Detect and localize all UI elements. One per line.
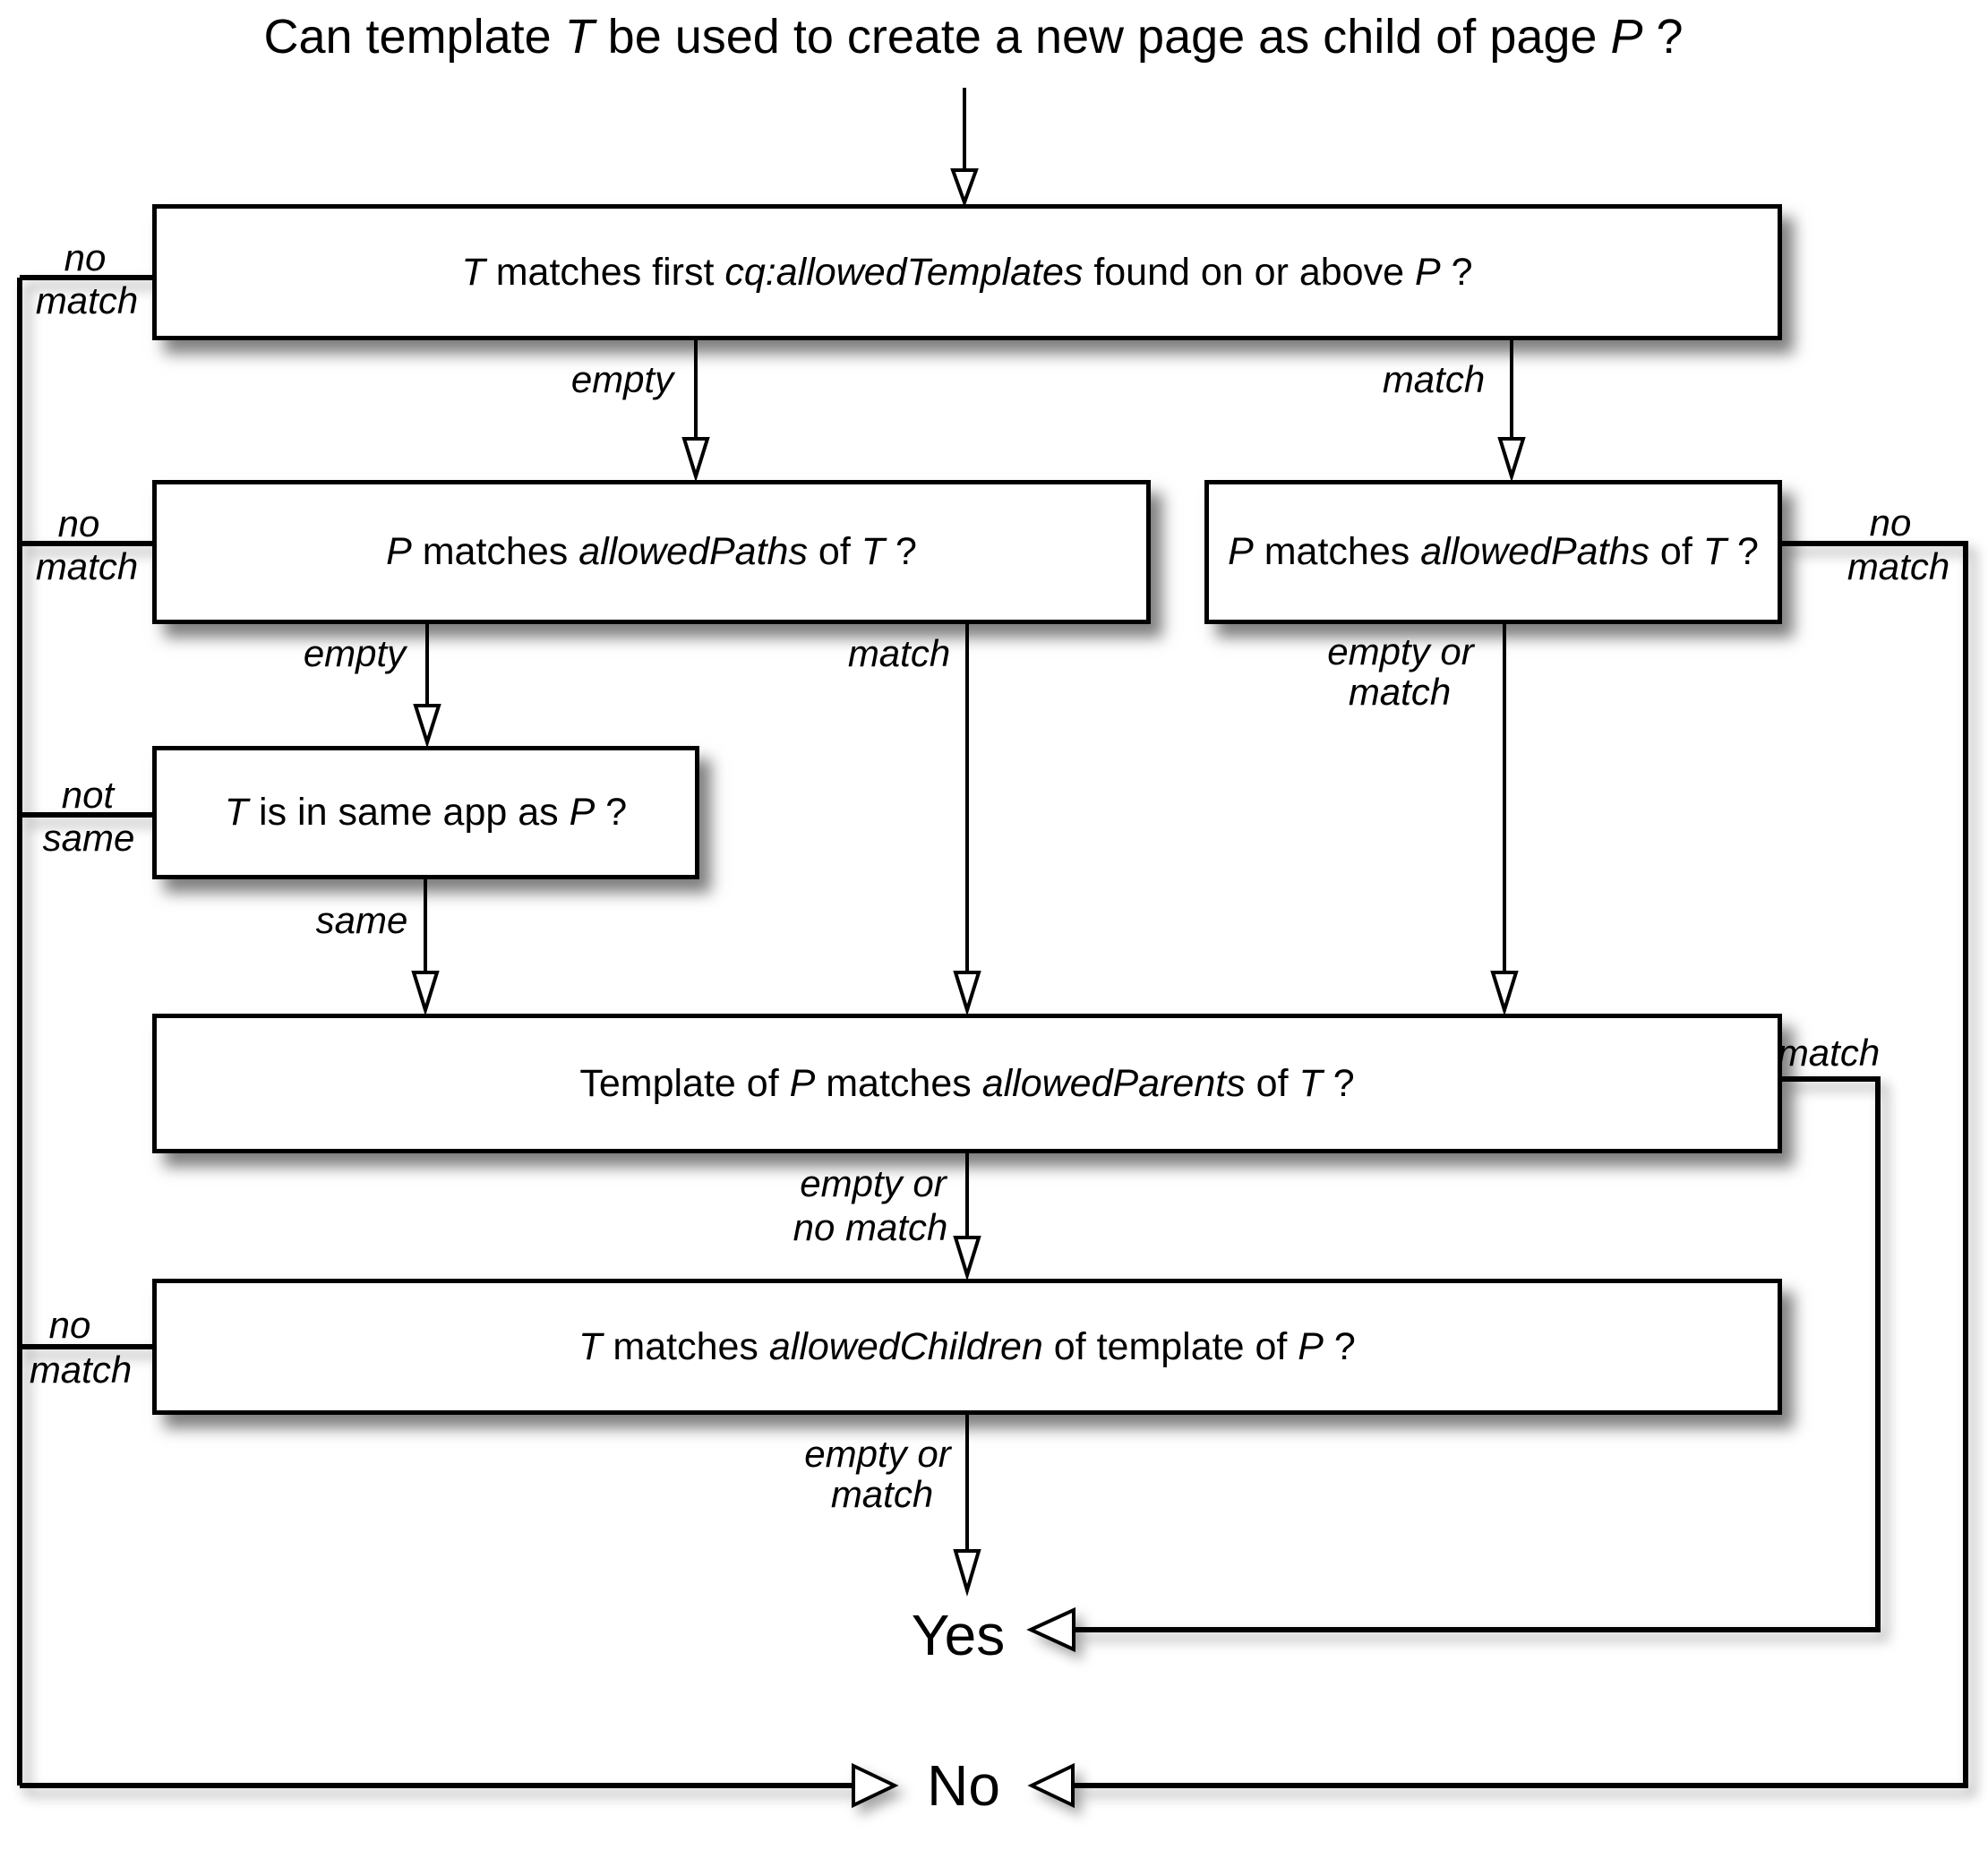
result-yes: Yes [911, 1603, 1006, 1667]
edge-label-b1-match: match [35, 279, 139, 321]
edge-b2-b4-empty [413, 624, 441, 749]
edge-label-b2-empty: empty [303, 632, 407, 674]
decision-box-allowed-parents: Template of P matches allowedParents of … [152, 1014, 1782, 1153]
edge-b2-b5-match [953, 624, 981, 1016]
edge-label-b4-not: not [61, 774, 115, 816]
edge-yes-feeder-match [1026, 1076, 1881, 1653]
edge-no-rail-right [1027, 541, 1968, 1809]
decision-box-allowed-paths-left: P matches allowedPaths of T ? [152, 480, 1151, 624]
edge-label-b2-match-down: match [847, 632, 951, 674]
edge-b1-b2-empty [681, 338, 710, 483]
arrowhead-left-icon [1026, 1606, 1075, 1653]
arrowhead-down-icon [681, 437, 710, 483]
arrowhead-down-icon [413, 704, 441, 749]
arrowhead-down-icon [411, 971, 440, 1016]
edge-b3-b5 [1490, 624, 1519, 1016]
edge-label-b3-no: no [1869, 501, 1912, 544]
arrowhead-left-icon [1027, 1762, 1075, 1809]
edge-label-b6-match-down: match [830, 1473, 934, 1515]
edge-label-b4-same-left: same [42, 817, 135, 859]
edge-b5-b6 [953, 1153, 981, 1281]
edge-b1-b3-match [1497, 338, 1526, 483]
decision-box-allowed-templates: T matches first cq:allowedTemplates foun… [152, 204, 1782, 340]
decision-box-text: T matches allowedChildren of template of… [578, 1324, 1356, 1368]
edge-label-b5-empty-or: empty or [800, 1162, 947, 1204]
edge-label-b4-same: same [315, 899, 408, 941]
edge-no-rail-left [17, 275, 899, 1809]
edge-label-b2-match: match [35, 545, 139, 587]
decision-box-allowed-paths-right: P matches allowedPaths of T ? [1204, 480, 1782, 624]
diagram-title: Can template T be used to create a new p… [263, 10, 1684, 64]
edge-label-b5-no-match: no match [793, 1206, 948, 1248]
edge-label-b6-no: no [48, 1304, 91, 1346]
result-no: No [927, 1753, 1000, 1818]
arrowhead-down-icon [1497, 437, 1526, 483]
edge-label-b3-match: match [1847, 545, 1950, 587]
edge-label-b5-match: match [1777, 1032, 1881, 1074]
edge-title-to-b1 [950, 88, 979, 208]
decision-box-text: T matches first cq:allowedTemplates foun… [461, 250, 1473, 294]
edge-label-b6-empty-or: empty or [804, 1433, 951, 1475]
arrowhead-down-icon [950, 168, 979, 208]
edge-label-b1-empty: empty [570, 358, 674, 400]
decision-box-same-app: T is in same app as P ? [152, 746, 699, 879]
edge-label-b6-match: match [29, 1349, 133, 1391]
edge-label-b2-no: no [57, 502, 100, 544]
edge-b4-b5-same [411, 879, 440, 1016]
edge-b6-yes [953, 1415, 981, 1597]
edge-label-b1-no: no [64, 236, 107, 278]
decision-box-text: P matches allowedPaths of T ? [1228, 530, 1759, 573]
arrowhead-right-icon [852, 1762, 899, 1809]
arrowhead-down-icon [953, 1549, 981, 1597]
edge-label-b3-match-down: match [1348, 671, 1452, 713]
decision-box-text: Template of P matches allowedParents of … [579, 1061, 1355, 1105]
arrowhead-down-icon [953, 971, 981, 1016]
arrowhead-down-icon [1490, 971, 1519, 1016]
decision-box-text: T is in same app as P ? [224, 791, 628, 834]
arrowhead-down-icon [953, 1236, 981, 1281]
decision-box-allowed-children: T matches allowedChildren of template of… [152, 1279, 1782, 1415]
edge-label-b3-empty-or: empty or [1327, 630, 1474, 672]
edge-label-b1-match-down: match [1382, 358, 1486, 400]
decision-box-text: P matches allowedPaths of T ? [386, 530, 917, 573]
